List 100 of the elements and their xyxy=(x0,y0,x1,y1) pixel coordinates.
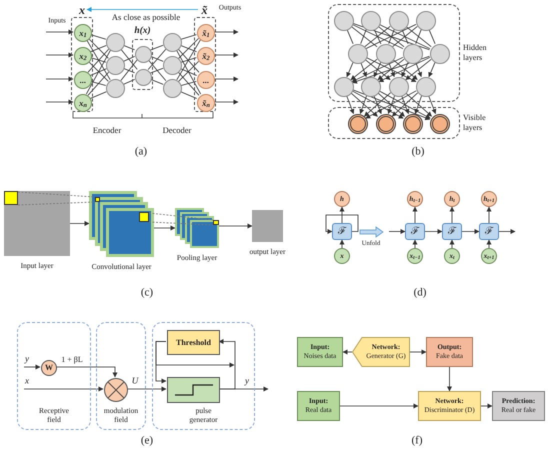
process-box xyxy=(418,391,481,421)
arrow xyxy=(214,30,238,34)
connection-line xyxy=(178,48,200,73)
field-group-box xyxy=(152,322,255,430)
panel-label: (f) xyxy=(412,436,422,446)
process-box xyxy=(297,337,343,367)
arrow xyxy=(498,229,516,234)
arrow xyxy=(156,341,234,368)
panel-label: (d) xyxy=(414,288,426,298)
arrow xyxy=(218,339,236,390)
connection-line xyxy=(150,78,164,85)
arrow xyxy=(480,404,492,408)
connection-line xyxy=(88,72,110,96)
connection-line xyxy=(352,22,430,50)
arrow xyxy=(46,76,74,82)
connection-line xyxy=(180,81,197,86)
arrow xyxy=(24,364,40,370)
connection-line xyxy=(176,50,202,94)
panel-label: (c) xyxy=(140,288,154,298)
input-neuron: x$_{1}$ xyxy=(74,24,92,42)
arrow xyxy=(424,229,442,234)
recurrent-cell: ℱ xyxy=(332,223,352,240)
arrow xyxy=(486,206,492,224)
connection-line xyxy=(178,72,200,96)
arrow xyxy=(214,100,238,104)
connection-line xyxy=(405,26,432,48)
arrow xyxy=(24,386,104,392)
connection-line xyxy=(123,45,135,50)
process-box xyxy=(297,391,340,421)
projection-line xyxy=(18,192,96,198)
arrow xyxy=(359,95,368,114)
connection-line xyxy=(150,56,164,62)
connection-line xyxy=(120,59,138,81)
layer-label: Visible layers xyxy=(463,113,487,133)
arrow xyxy=(365,90,417,119)
hidden-neuron xyxy=(162,78,182,98)
connection-line xyxy=(90,68,107,76)
hidden-neuron xyxy=(162,32,182,52)
arrow xyxy=(392,59,418,80)
arrow xyxy=(352,56,404,82)
arrow xyxy=(351,90,404,119)
connection-line xyxy=(366,24,416,49)
arrow xyxy=(326,214,358,234)
hidden-neuron xyxy=(416,11,436,31)
connection-line xyxy=(123,79,136,85)
connection-line xyxy=(178,61,199,82)
edge-label: U xyxy=(132,376,138,386)
arrow xyxy=(447,366,452,392)
hidden-neuron xyxy=(361,11,381,31)
edge-label: x xyxy=(25,376,29,386)
visible-neuron xyxy=(348,114,368,134)
connection-line xyxy=(392,26,418,47)
hidden-neuron xyxy=(416,77,436,97)
arrow xyxy=(462,229,480,234)
arrow xyxy=(360,62,367,78)
arrow xyxy=(378,56,430,82)
arrow xyxy=(412,206,418,224)
field-group-box xyxy=(17,322,91,430)
arrow xyxy=(154,226,176,230)
arrow xyxy=(401,62,408,78)
arrow xyxy=(340,240,344,248)
output-neuron: ... xyxy=(197,71,215,89)
connection-line xyxy=(88,48,110,73)
output-neuron: x̃$_{2}$ xyxy=(197,47,215,65)
hidden-neuron xyxy=(376,44,396,64)
arrow xyxy=(392,92,418,117)
arrow xyxy=(405,92,432,117)
edge-label: As close as possible xyxy=(112,12,180,22)
connection-line xyxy=(180,91,198,99)
hidden-neuron xyxy=(334,77,354,97)
arrow xyxy=(214,52,238,58)
arrow xyxy=(364,58,391,80)
visible-neuron xyxy=(403,114,423,134)
arrow xyxy=(486,240,492,248)
arrow xyxy=(377,92,405,117)
input-neuron: ... xyxy=(74,71,92,89)
connection-line xyxy=(374,28,382,44)
connection-line xyxy=(88,38,109,59)
connection-line xyxy=(88,61,109,82)
projection-line xyxy=(148,212,214,220)
connection-line xyxy=(378,26,404,48)
recurrent-cell: ℱ xyxy=(405,223,425,240)
panel-label: (a) xyxy=(134,146,148,158)
hidden-neuron xyxy=(106,78,124,98)
hidden-neuron xyxy=(361,77,381,97)
arrow xyxy=(340,404,418,408)
edge-label: y xyxy=(25,354,29,364)
bracket-label: Encoder xyxy=(92,126,122,134)
arrow xyxy=(350,92,378,117)
hidden-neuron xyxy=(389,77,409,97)
connection-line xyxy=(90,57,106,63)
arrow xyxy=(428,62,436,78)
hidden-neuron xyxy=(162,56,182,74)
recurrent-cell: ℱ xyxy=(479,223,499,240)
connection-line xyxy=(428,28,436,44)
arrow xyxy=(126,386,166,392)
arrow xyxy=(46,52,74,58)
connection-line xyxy=(150,44,164,50)
kernel-window xyxy=(95,197,100,202)
arrow xyxy=(387,95,396,114)
